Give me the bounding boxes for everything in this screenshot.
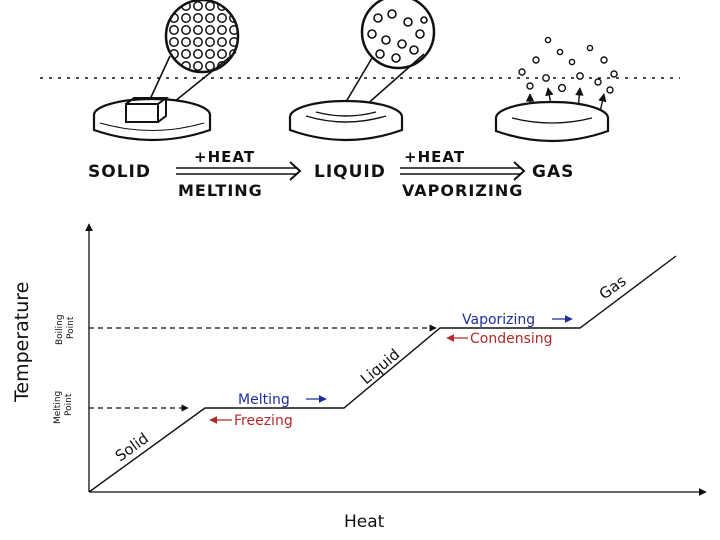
state-label-liquid: LIQUID xyxy=(314,162,386,182)
process-label-vaporizing: VAPORIZING xyxy=(402,181,523,200)
illustration: SOLID LIQUID GAS +HEAT +HEAT MELTING VAP… xyxy=(40,0,680,200)
arrow-solid-to-liquid xyxy=(176,161,302,181)
heat-label-1: +HEAT xyxy=(194,148,255,166)
condensing-transition: Condensing xyxy=(446,331,553,347)
melting-transition: Melting xyxy=(238,392,327,408)
x-axis-title: Heat xyxy=(344,512,385,532)
heating-curve-graph: Temperature Heat Boiling Point Melting P… xyxy=(11,223,707,532)
state-label-gas: GAS xyxy=(532,162,574,182)
phase-label-solid: Solid xyxy=(112,429,152,465)
liquid-dish-illustration xyxy=(288,0,436,142)
heating-curve-line xyxy=(88,255,677,493)
boiling-point-label: Boiling Point xyxy=(55,314,76,345)
freezing-label: Freezing xyxy=(234,413,293,429)
melting-point-line-1: Melting xyxy=(53,391,63,424)
heat-label-2: +HEAT xyxy=(404,148,465,166)
boiling-point-line-2: Point xyxy=(66,316,76,339)
process-label-melting: MELTING xyxy=(178,181,263,200)
phase-label-gas: Gas xyxy=(596,272,630,303)
solid-magnified-particles xyxy=(164,0,240,74)
melting-point-line-2: Point xyxy=(64,393,74,416)
y-axis-title: Temperature xyxy=(11,282,33,403)
melting-label: Melting xyxy=(238,392,290,408)
freezing-transition: Freezing xyxy=(209,413,293,429)
vaporizing-label: Vaporizing xyxy=(462,312,535,328)
vaporizing-transition: Vaporizing xyxy=(462,312,573,328)
boiling-point-line-1: Boiling xyxy=(55,314,65,345)
state-label-solid: SOLID xyxy=(88,162,151,182)
condensing-label: Condensing xyxy=(470,331,553,347)
solid-dish-illustration xyxy=(92,0,240,142)
melting-point-label: Melting Point xyxy=(53,391,74,424)
gas-dish-illustration xyxy=(494,36,618,143)
phase-label-liquid: Liquid xyxy=(357,345,403,388)
arrow-liquid-to-gas xyxy=(400,161,526,181)
